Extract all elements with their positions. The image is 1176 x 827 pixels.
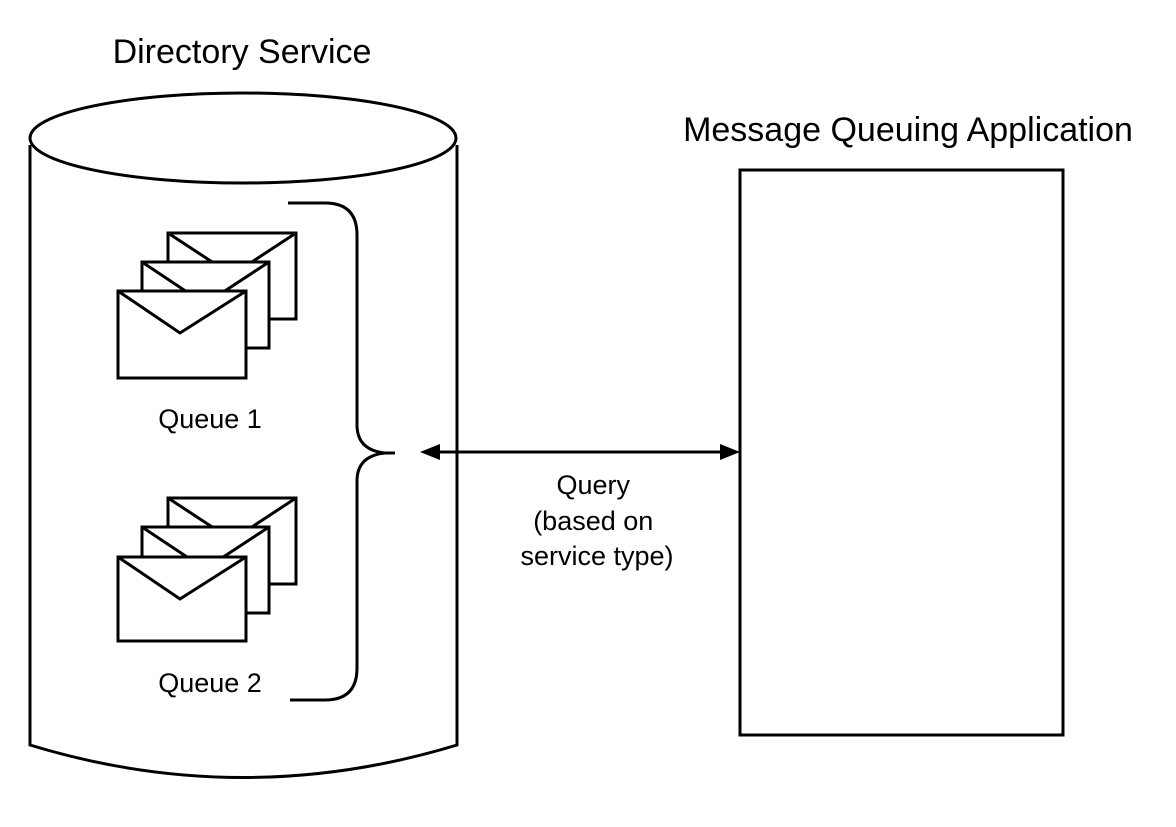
- query-label-line-2: (based on: [533, 506, 653, 536]
- directory-service-title: Directory Service: [113, 33, 372, 71]
- queue-2-envelope-stack-icon: [116, 496, 298, 643]
- envelope-icon: [116, 555, 248, 643]
- queue-1-envelope-stack-icon: [116, 231, 298, 380]
- application-box: [738, 168, 1065, 737]
- queue-2-label: Queue 2: [158, 668, 262, 698]
- query-label: Query (based on service type): [520, 470, 673, 571]
- directory-service-cylinder: [28, 91, 459, 779]
- cylinder-body: [28, 145, 459, 779]
- arrowhead-left-icon: [420, 444, 440, 460]
- cylinder-top: [28, 91, 458, 185]
- query-arrow: [420, 444, 740, 460]
- application-title: Message Queuing Application: [683, 111, 1133, 149]
- query-label-line-3: service type): [520, 541, 673, 571]
- queue-1-label: Queue 1: [158, 404, 262, 434]
- envelope-icon: [116, 289, 248, 380]
- queues-brace: [288, 201, 395, 702]
- query-label-line-1: Query: [556, 470, 630, 500]
- arrowhead-right-icon: [720, 444, 740, 460]
